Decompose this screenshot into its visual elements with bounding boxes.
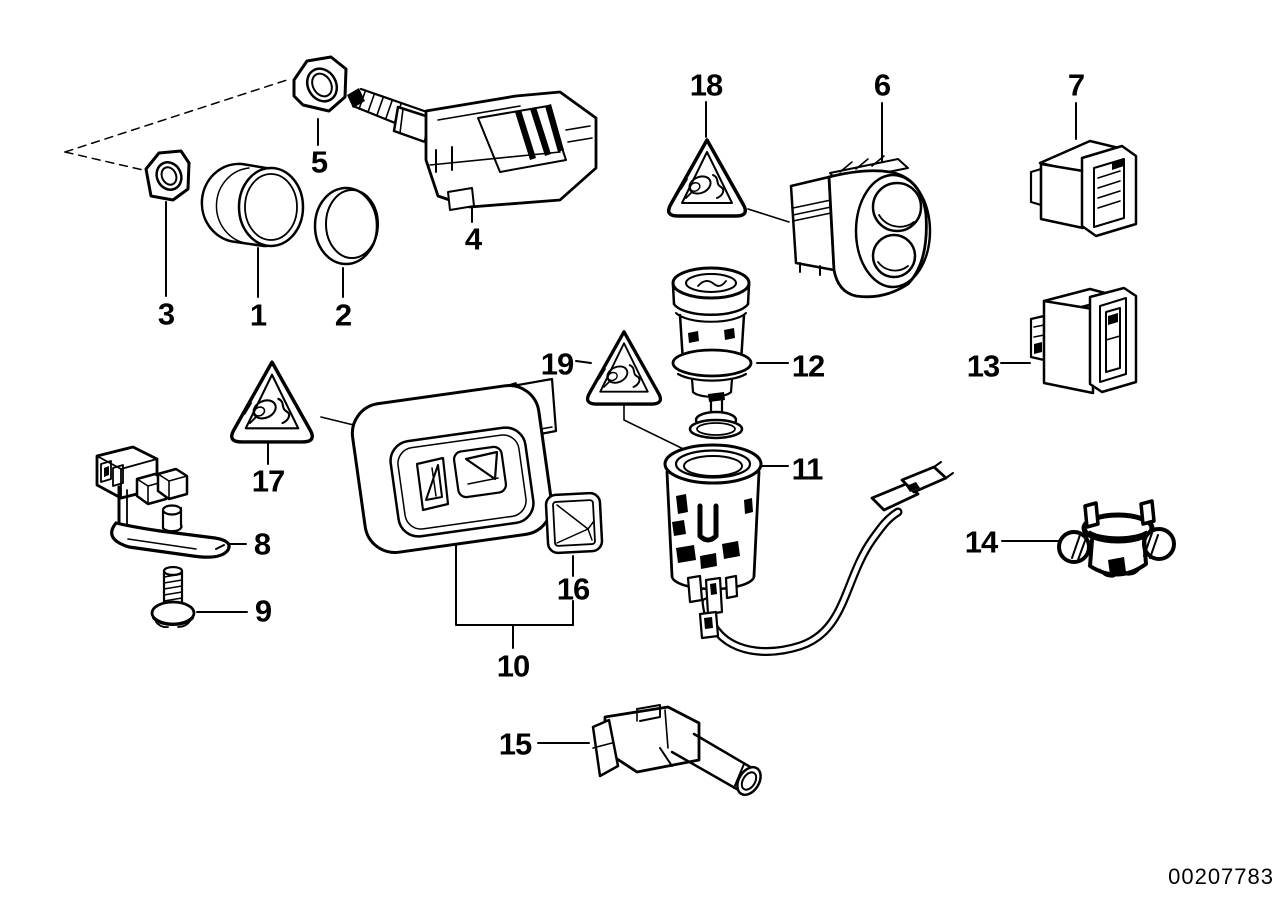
part-13-switch-unit-drawing xyxy=(1029,286,1138,395)
part-2-cap-disc-drawing xyxy=(313,186,379,266)
callout-15[interactable]: 15 xyxy=(498,726,532,762)
callout-19[interactable]: 19 xyxy=(540,346,574,382)
part-15-sensor-drawing xyxy=(591,704,762,797)
callout-7[interactable]: 7 xyxy=(1067,67,1085,103)
callout-11[interactable]: 11 xyxy=(791,451,824,487)
part-1-cylinder-cap-drawing xyxy=(200,162,305,248)
part-12-center-pin-drawing xyxy=(688,392,744,440)
callout-4[interactable]: 4 xyxy=(464,221,482,257)
part-9-screw-drawing xyxy=(150,565,196,629)
part-14-retaining-clip-drawing xyxy=(1057,499,1176,578)
warning-triangle-17-hot-lighter-icon xyxy=(230,360,314,444)
part-5-hex-nut-drawing xyxy=(292,55,348,113)
callout-2[interactable]: 2 xyxy=(334,297,352,333)
callout-13[interactable]: 13 xyxy=(966,348,1000,384)
callout-5[interactable]: 5 xyxy=(310,144,328,180)
part-7-switch-unit-drawing xyxy=(1029,139,1138,238)
diagram-id-number: 00207783 xyxy=(1168,864,1274,889)
part-11-lighter-socket-drawing xyxy=(663,443,954,656)
part-12-lighter-element-drawing xyxy=(671,266,753,398)
callout-6[interactable]: 6 xyxy=(873,67,891,103)
part-6-push-button-switch-drawing xyxy=(789,155,932,299)
callout-18[interactable]: 18 xyxy=(689,67,723,103)
part-8-bracket-switch-drawing xyxy=(95,445,231,559)
callout-3[interactable]: 3 xyxy=(157,296,175,332)
callout-8[interactable]: 8 xyxy=(253,526,271,562)
callout-10[interactable]: 10 xyxy=(496,648,530,684)
part-3-hex-nut-drawing xyxy=(144,149,191,202)
warning-triangle-18-hot-lighter-icon xyxy=(666,138,748,218)
callout-1[interactable]: 1 xyxy=(249,297,267,333)
callout-14[interactable]: 14 xyxy=(964,524,998,560)
part-4-stop-light-switch-drawing xyxy=(347,87,598,211)
part-10-rocker-switch-drawing xyxy=(350,377,558,554)
callout-9[interactable]: 9 xyxy=(254,593,272,629)
callout-16[interactable]: 16 xyxy=(556,571,590,607)
callout-17[interactable]: 17 xyxy=(251,463,285,499)
warning-triangle-19-hot-lighter-icon xyxy=(585,330,663,406)
part-16-cover-cap-drawing xyxy=(544,491,604,555)
callout-12[interactable]: 12 xyxy=(791,348,825,384)
dashed-reference-lines xyxy=(64,78,291,171)
